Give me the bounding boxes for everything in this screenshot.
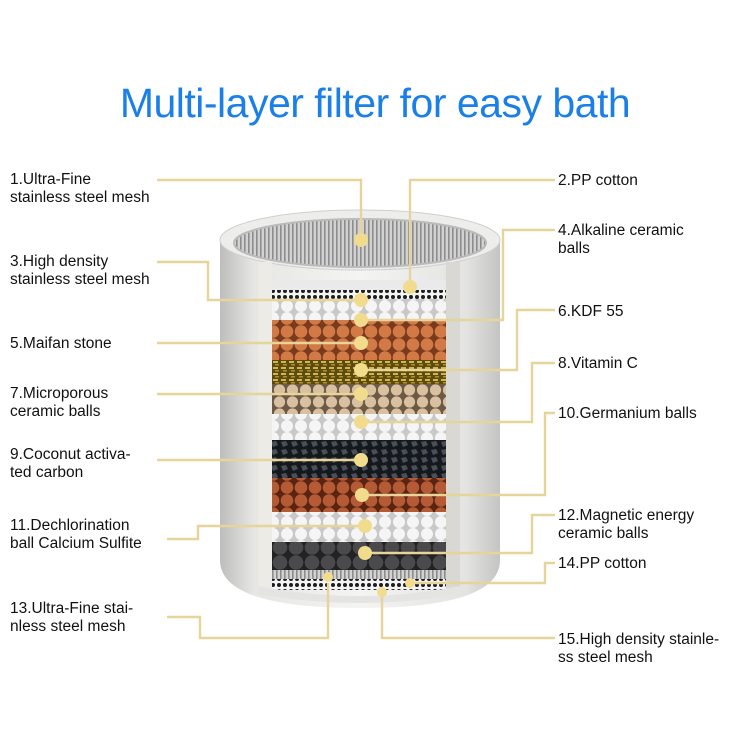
label-microporous-ceramic-balls: 7.Microporous ceramic balls <box>10 385 109 420</box>
label-pp-cotton-bottom: 14.PP cotton <box>558 555 647 572</box>
label-ultra-fine-mesh-bottom: 13.Ultra-Fine stai- nless steel mesh <box>10 600 134 635</box>
label-coconut-activated-carbon: 9.Coconut activa- ted carbon <box>10 446 131 481</box>
leader-dots <box>323 233 417 597</box>
page-title: Multi-layer filter for easy bath <box>119 80 631 126</box>
label-alkaline-ceramic-balls: 4.Alkaline ceramic balls <box>558 222 684 257</box>
label-kdf-55: 6.KDF 55 <box>558 303 624 320</box>
label-maifan-stone: 5.Maifan stone <box>10 335 112 352</box>
label-pp-cotton-top: 2.PP cotton <box>558 172 638 189</box>
label-high-density-mesh-bottom: 15.High density stainle- ss steel mesh <box>558 631 720 666</box>
label-dechlorination-ball: 11.Dechlorination ball Calcium Sulfite <box>10 517 142 552</box>
label-magnetic-energy-ceramic-balls: 12.Magnetic energy ceramic balls <box>558 507 695 542</box>
label-vitamin-c: 8.Vitamin C <box>558 355 638 372</box>
leader-lines <box>157 178 555 640</box>
label-germanium-balls: 10.Germanium balls <box>558 405 697 422</box>
label-high-density-mesh-top: 3.High density stainless steel mesh <box>10 253 150 288</box>
label-ultra-fine-mesh-top: 1.Ultra-Fine stainless steel mesh <box>10 171 150 206</box>
